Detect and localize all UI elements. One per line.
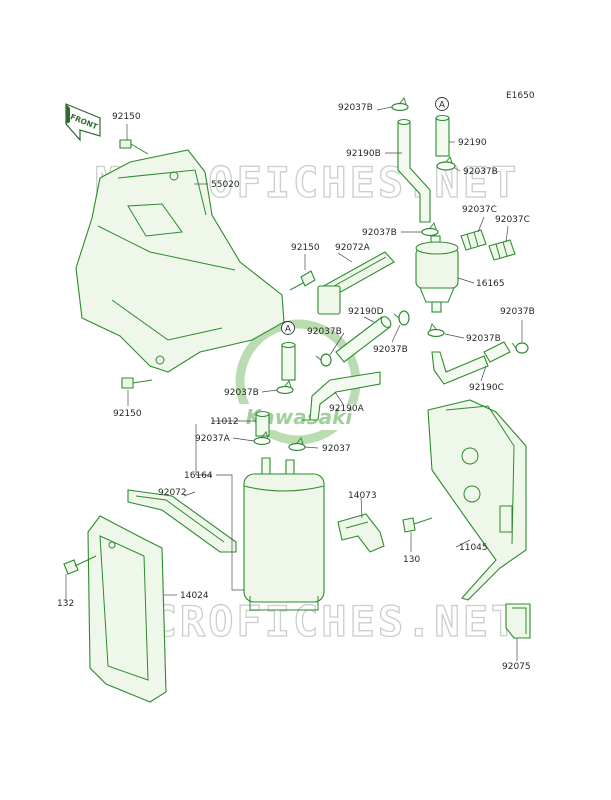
label-92037b-6: 92037B [500, 307, 535, 317]
reference-a-upper: A [435, 97, 449, 111]
strap-92072 [127, 489, 237, 553]
label-55020: 55020 [211, 180, 240, 190]
clip-92037 [288, 436, 306, 452]
label-92190a: 92190A [329, 404, 365, 414]
label-92072a: 92072A [335, 243, 371, 253]
label-16164: 16164 [184, 471, 213, 481]
clip-92037b-4 [393, 310, 410, 326]
label-132: 132 [57, 599, 74, 609]
hose-92190c [431, 341, 511, 385]
label-92037b-8: 92037B [224, 388, 259, 398]
bracket-14073 [337, 513, 385, 553]
hose-92190 [435, 114, 450, 157]
side-cover-55020 [75, 149, 285, 373]
label-92150-bottom: 92150 [113, 409, 142, 419]
reference-a-upper-label: A [439, 101, 446, 111]
label-16165: 16165 [476, 279, 505, 289]
bolt-130 [402, 517, 433, 533]
label-92190: 92190 [458, 138, 487, 148]
label-92150-top: 92150 [112, 112, 141, 122]
label-92037b-2: 92037B [463, 167, 498, 177]
label-130: 130 [403, 555, 420, 565]
label-92150-mid: 92150 [291, 243, 320, 253]
label-14024: 14024 [180, 591, 209, 601]
hose-92190b [397, 118, 431, 223]
clip-92037b-5 [427, 322, 445, 338]
clamp-92037c-right [488, 239, 516, 261]
front-direction-arrow: FRONT [65, 103, 101, 142]
label-11045: 11045 [459, 543, 488, 553]
canister-16164 [243, 457, 325, 611]
filter-11012 [255, 410, 270, 437]
label-92075: 92075 [502, 662, 531, 672]
label-92072: 92072 [158, 488, 187, 498]
reference-a-lower-label: A [285, 325, 292, 335]
clip-92037b-8 [276, 379, 294, 395]
leader-lines [65, 106, 523, 661]
hose-short-left [281, 341, 296, 381]
bolt-132 [63, 555, 97, 575]
label-92037: 92037 [322, 444, 351, 454]
label-92190c: 92190C [469, 383, 504, 393]
clamp-92037c-left [460, 229, 487, 251]
hose-92190a [302, 371, 381, 421]
label-14073: 14073 [348, 491, 377, 501]
label-92037a: 92037A [195, 434, 231, 444]
label-92190d: 92190D [348, 307, 384, 317]
label-92037b-1: 92037B [338, 103, 373, 113]
label-92037b-4: 92037B [373, 345, 408, 355]
bolt-92150-bottom [121, 377, 153, 389]
clip-92037b-2 [436, 155, 456, 171]
clip-92037b-7 [315, 353, 332, 367]
label-92037b-7: 92037B [307, 327, 342, 337]
label-92037b-5: 92037B [466, 334, 501, 344]
label-92037c-2: 92037C [495, 215, 530, 225]
filter-16165 [415, 235, 459, 313]
part-labels: 92150 55020 92150 92150 92072A 92190D 92… [57, 103, 535, 672]
bolt-92150-top [119, 139, 149, 155]
bolt-92150-mid [289, 270, 316, 291]
bracket-11045 [427, 399, 527, 601]
label-92037c-1: 92037C [462, 205, 497, 215]
label-92190b: 92190B [346, 149, 381, 159]
cover-14024 [87, 515, 167, 703]
clip-92037b-1 [391, 96, 409, 112]
clip-92037b-6 [511, 342, 529, 354]
hose-92190d [335, 316, 392, 363]
pad-92075 [505, 603, 531, 639]
label-11012: 11012 [210, 417, 239, 427]
diagram-code: E1650 [506, 91, 535, 101]
reference-a-lower: A [281, 321, 295, 335]
strap-92072a [317, 251, 395, 315]
label-92037b-3: 92037B [362, 228, 397, 238]
clip-92037b-3 [421, 221, 439, 237]
